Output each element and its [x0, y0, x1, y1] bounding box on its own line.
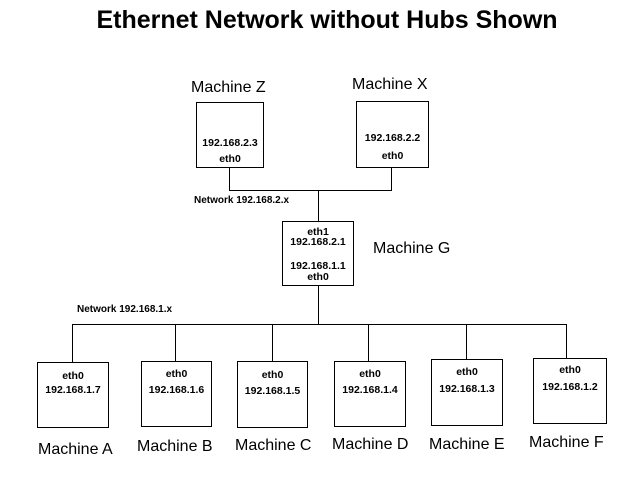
machine-z-box: 192.168.2.3 eth0 [196, 102, 264, 168]
machine-a-iface: eth0 [62, 370, 84, 382]
machine-g-iface0: eth0 [307, 271, 329, 283]
machine-a-label: Machine A [38, 441, 113, 458]
machine-c-iface: eth0 [261, 369, 284, 381]
machine-b-ip: 192.168.1.6 [148, 384, 205, 396]
machine-e-box: eth0 192.168.1.3 [431, 359, 503, 426]
machine-d-ip: 192.168.1.4 [342, 384, 398, 396]
machine-d-iface: eth0 [359, 368, 381, 380]
network-lower-label: Network 192.168.1.x [77, 304, 173, 315]
machine-e-label: Machine E [429, 436, 505, 453]
machine-f-ip: 192.168.1.2 [542, 381, 598, 393]
machine-g-label: Machine G [373, 240, 451, 257]
machine-b-box: eth0 192.168.1.6 [141, 361, 212, 427]
machine-a-box: eth0 192.168.1.7 [37, 362, 109, 428]
machine-g-ip0: 192.168.1.1 [290, 260, 346, 272]
machine-f-iface: eth0 [559, 364, 581, 376]
machine-x-label: Machine X [352, 76, 428, 93]
machine-c-ip: 192.168.1.5 [244, 385, 301, 397]
machine-z-label: Machine Z [191, 79, 266, 96]
diagram-title: Ethernet Network without Hubs Shown [96, 6, 558, 34]
machine-a-ip: 192.168.1.7 [45, 384, 101, 396]
machine-g-ip1: 192.168.2.1 [290, 236, 346, 248]
machine-x-box: 192.168.2.2 eth0 [356, 101, 429, 168]
network-upper-label: Network 192.168.2.x [194, 195, 290, 206]
machine-c-box: eth0 192.168.1.5 [237, 361, 308, 428]
machine-g-box: eth1 192.168.2.1 192.168.1.1 eth0 [282, 221, 354, 286]
machine-g-iface1: eth1 [307, 226, 329, 238]
machine-e-iface: eth0 [456, 366, 478, 378]
machine-d-label: Machine D [332, 436, 409, 453]
machine-z-iface: eth0 [219, 153, 241, 165]
machine-z-ip: 192.168.2.3 [202, 137, 258, 149]
machine-c-label: Machine C [235, 437, 312, 454]
machine-d-box: eth0 192.168.1.4 [334, 361, 406, 427]
machine-e-ip: 192.168.1.3 [439, 383, 495, 395]
machine-f-label: Machine F [529, 434, 604, 451]
machine-x-ip: 192.168.2.2 [364, 132, 421, 144]
machine-b-label: Machine B [137, 438, 213, 455]
machine-x-iface: eth0 [381, 150, 404, 162]
machine-b-iface: eth0 [165, 368, 188, 380]
machine-f-box: eth0 192.168.1.2 [533, 358, 607, 424]
